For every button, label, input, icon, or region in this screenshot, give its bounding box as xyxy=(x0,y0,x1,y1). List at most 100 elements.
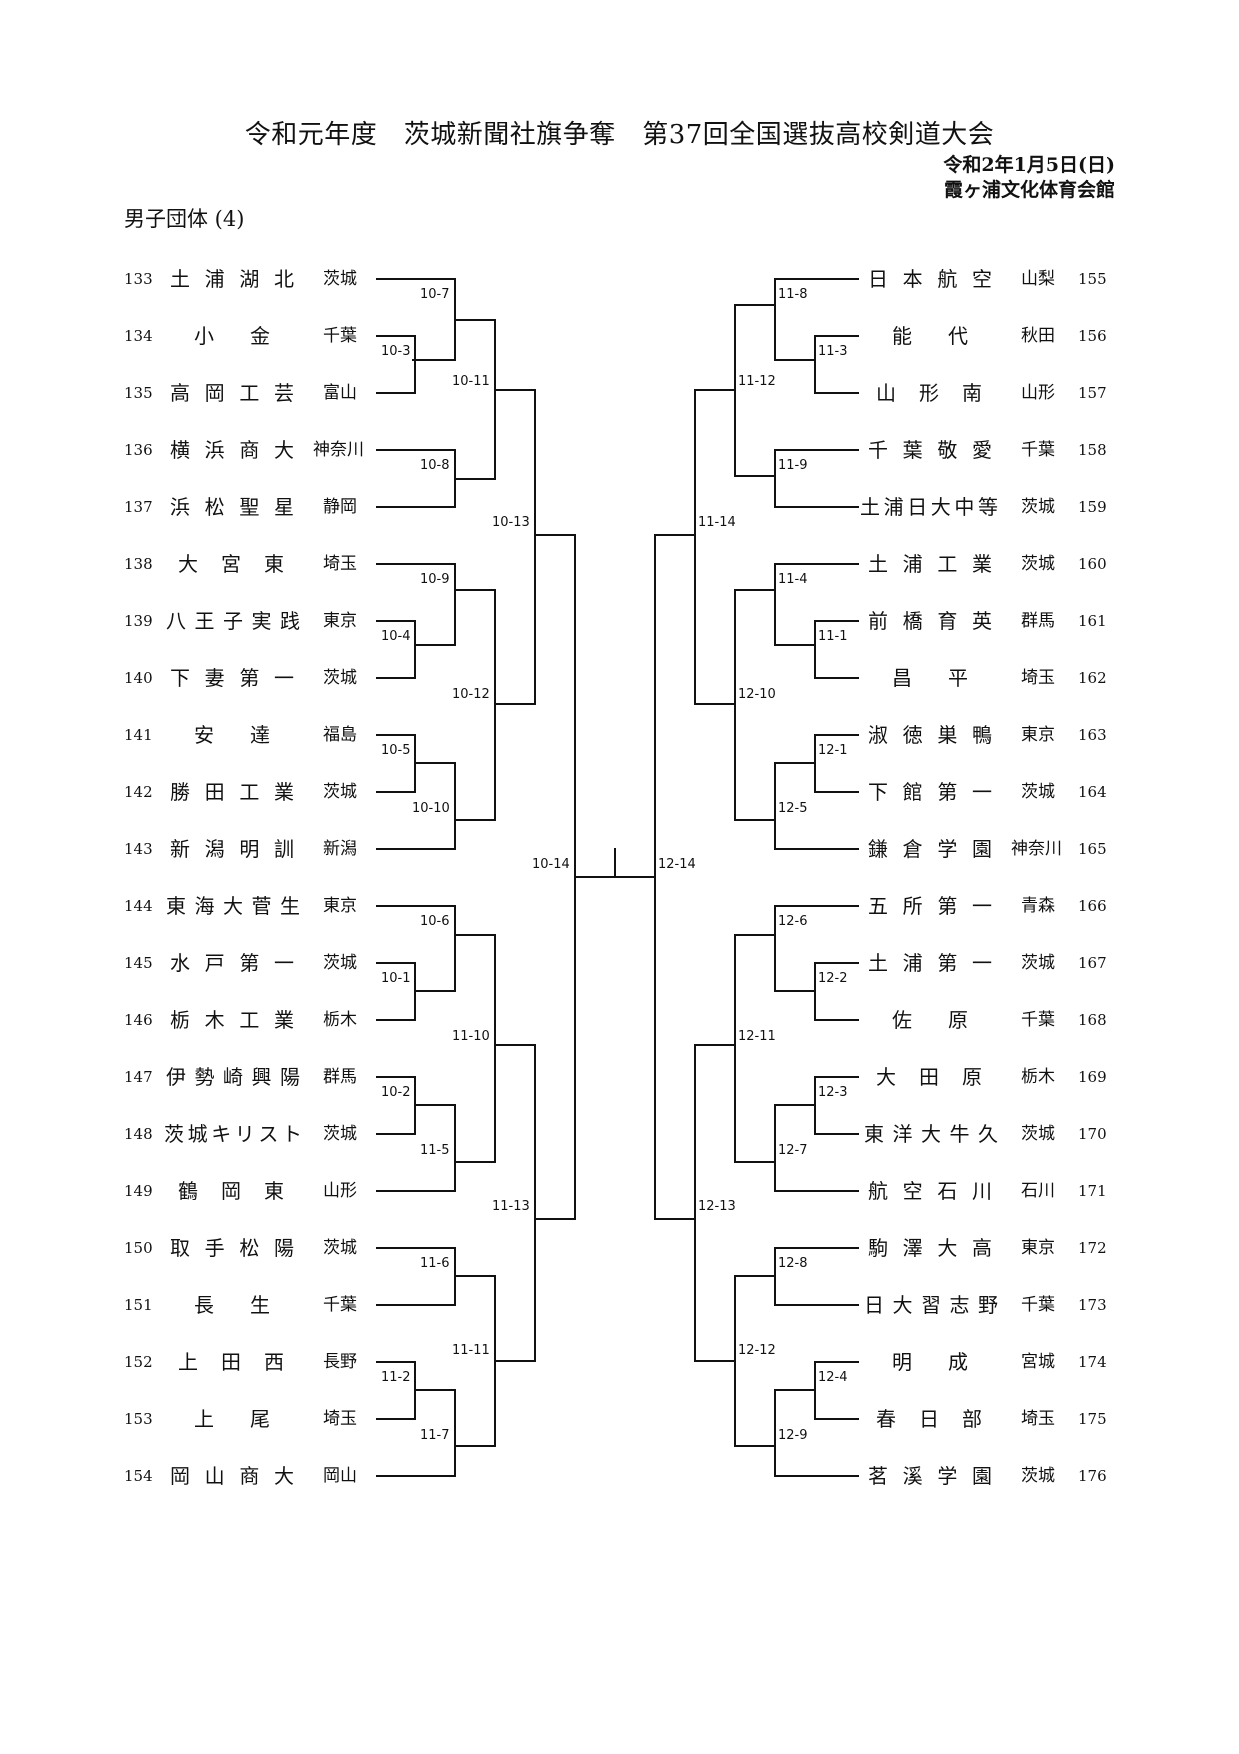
prefecture: 群馬 xyxy=(1021,611,1055,631)
bracket-line xyxy=(455,934,496,1163)
bracket-line xyxy=(654,534,695,1220)
team-number: 153 xyxy=(124,1410,153,1428)
prefecture: 茨城 xyxy=(1021,497,1055,517)
bracket-line xyxy=(734,589,775,821)
match-label: 10-10 xyxy=(412,801,450,816)
prefecture: 富山 xyxy=(323,383,357,403)
prefecture: 秋田 xyxy=(1021,326,1055,346)
prefecture: 静岡 xyxy=(323,497,357,517)
prefecture: 山梨 xyxy=(1021,269,1055,289)
school-name: 昌 平 xyxy=(892,666,968,690)
match-label: 12-9 xyxy=(778,1428,808,1443)
match-label: 10-1 xyxy=(381,971,411,986)
match-label: 12-13 xyxy=(698,1199,736,1214)
team-number: 163 xyxy=(1078,726,1107,744)
prefecture: 千葉 xyxy=(1021,1010,1055,1030)
prefecture: 埼玉 xyxy=(1021,668,1055,688)
team-number: 161 xyxy=(1078,612,1107,630)
bracket-line xyxy=(774,1389,859,1477)
prefecture: 埼玉 xyxy=(323,1409,357,1429)
team-number: 165 xyxy=(1078,840,1107,858)
team-number: 149 xyxy=(124,1182,153,1200)
prefecture: 群馬 xyxy=(323,1067,357,1087)
section-title: 男子団体 (4) xyxy=(124,207,245,231)
bracket-line xyxy=(455,589,496,821)
school-name: 水戸第一 xyxy=(170,951,294,975)
team-number: 167 xyxy=(1078,954,1107,972)
school-name: 上田西 xyxy=(178,1350,284,1374)
match-label: 11-10 xyxy=(452,1029,490,1044)
bracket-line xyxy=(376,762,456,850)
school-name: 伊勢崎興陽 xyxy=(166,1065,300,1089)
match-label: 10-14 xyxy=(532,857,570,872)
prefecture: 山形 xyxy=(323,1181,357,1201)
prefecture: 茨城 xyxy=(1021,1466,1055,1486)
bracket-line xyxy=(376,905,456,992)
prefecture: 千葉 xyxy=(1021,1295,1055,1315)
school-name: 五所第一 xyxy=(868,894,992,918)
prefecture: 神奈川 xyxy=(1011,839,1062,859)
match-label: 12-3 xyxy=(818,1085,848,1100)
bracket-line xyxy=(376,962,416,1021)
team-number: 166 xyxy=(1078,897,1107,915)
prefecture: 青森 xyxy=(1021,896,1055,916)
school-name: 東海大菅生 xyxy=(166,894,300,918)
prefecture: 岡山 xyxy=(323,1466,357,1486)
school-name: 土浦工業 xyxy=(868,552,992,576)
school-name: 下妻第一 xyxy=(170,666,294,690)
match-label: 12-14 xyxy=(658,857,696,872)
bracket-line xyxy=(774,1104,859,1192)
school-name: 土浦第一 xyxy=(868,951,992,975)
team-number: 164 xyxy=(1078,783,1107,801)
event-date: 令和2年1月5日(日) xyxy=(943,154,1115,176)
bracket-line xyxy=(694,389,735,705)
team-number: 150 xyxy=(124,1239,153,1257)
prefecture: 茨城 xyxy=(1021,953,1055,973)
team-number: 174 xyxy=(1078,1353,1107,1371)
team-number: 155 xyxy=(1078,270,1107,288)
team-number: 172 xyxy=(1078,1239,1107,1257)
prefecture: 東京 xyxy=(1021,725,1055,745)
school-name: 航空石川 xyxy=(868,1179,992,1203)
school-name: 大宮東 xyxy=(178,552,284,576)
school-name: 鎌倉学園 xyxy=(868,837,992,861)
school-name: 山形南 xyxy=(876,381,982,405)
school-name: 茨城キリスト xyxy=(164,1122,302,1146)
team-number: 170 xyxy=(1078,1125,1107,1143)
bracket-line xyxy=(774,563,859,646)
bracket-line xyxy=(734,1275,775,1447)
prefecture: 茨城 xyxy=(1021,782,1055,802)
school-name: 日本航空 xyxy=(868,267,992,291)
bracket-line xyxy=(495,1044,536,1362)
team-number: 156 xyxy=(1078,327,1107,345)
prefecture: 千葉 xyxy=(323,1295,357,1315)
match-label: 10-7 xyxy=(420,287,450,302)
team-number: 162 xyxy=(1078,669,1107,687)
team-number: 157 xyxy=(1078,384,1107,402)
team-number: 159 xyxy=(1078,498,1107,516)
school-name: 千葉敬愛 xyxy=(868,438,992,462)
match-label: 12-2 xyxy=(818,971,848,986)
team-number: 134 xyxy=(124,327,153,345)
team-number: 169 xyxy=(1078,1068,1107,1086)
match-label: 10-13 xyxy=(492,515,530,530)
school-name: 大田原 xyxy=(876,1065,982,1089)
team-number: 173 xyxy=(1078,1296,1107,1314)
prefecture: 宮城 xyxy=(1021,1352,1055,1372)
match-label: 10-2 xyxy=(381,1085,411,1100)
team-number: 147 xyxy=(124,1068,153,1086)
bracket-line xyxy=(814,962,859,1021)
match-label: 12-4 xyxy=(818,1370,848,1385)
prefecture: 東京 xyxy=(323,896,357,916)
prefecture: 栃木 xyxy=(323,1010,357,1030)
prefecture: 栃木 xyxy=(1021,1067,1055,1087)
school-name: 佐 原 xyxy=(892,1008,968,1032)
school-name: 鶴岡東 xyxy=(178,1179,284,1203)
school-name: 取手松陽 xyxy=(170,1236,294,1260)
bracket-line xyxy=(376,620,416,679)
bracket-line xyxy=(376,335,416,394)
prefecture: 茨城 xyxy=(1021,1124,1055,1144)
school-name: 長 生 xyxy=(194,1293,270,1317)
match-label: 10-12 xyxy=(452,687,490,702)
bracket-line xyxy=(814,335,859,394)
